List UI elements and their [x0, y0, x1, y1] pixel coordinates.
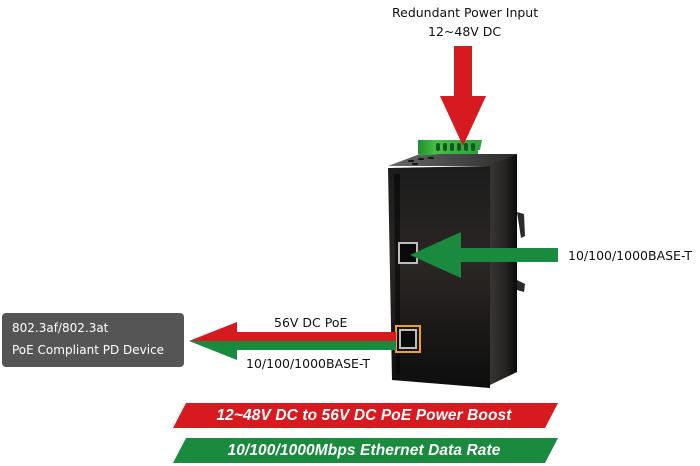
- device-top-face: [388, 154, 517, 166]
- pd-device-description: PoE Compliant PD Device: [12, 343, 165, 357]
- device-front-face: [388, 166, 490, 388]
- power-terminal-block: [418, 140, 482, 156]
- banner-power-boost: 12~48V DC to 56V DC PoE Power Boost: [216, 407, 512, 424]
- poe-rj45-port: [395, 325, 421, 353]
- uplink-label: 10/100/1000BASE-T: [568, 248, 692, 263]
- uplink-rj45-port: [398, 242, 418, 264]
- down-arrow-red: [440, 46, 486, 146]
- poe-injector-device: [388, 140, 517, 388]
- redundant-power-voltage: 12~48V DC: [428, 24, 502, 39]
- device-side-face: [488, 154, 517, 386]
- din-rail-clip: [517, 212, 525, 292]
- pd-device-box: 802.3af/802.3at PoE Compliant PD Device: [2, 313, 184, 367]
- poe-power-label: 56V DC PoE: [274, 315, 348, 330]
- banner-data-rate-shape: [173, 438, 558, 463]
- poe-data-label: 10/100/1000BASE-T: [246, 356, 370, 371]
- pd-device-standard: 802.3af/802.3at: [12, 321, 109, 335]
- banner-data-rate: 10/100/1000Mbps Ethernet Data Rate: [227, 442, 501, 459]
- redundant-power-title: Redundant Power Input: [392, 5, 539, 20]
- device-vents: [408, 157, 434, 165]
- banner-power-boost-shape: [173, 403, 558, 428]
- left-arrow-green: [410, 232, 558, 278]
- left-arrow-red-green: [189, 322, 396, 360]
